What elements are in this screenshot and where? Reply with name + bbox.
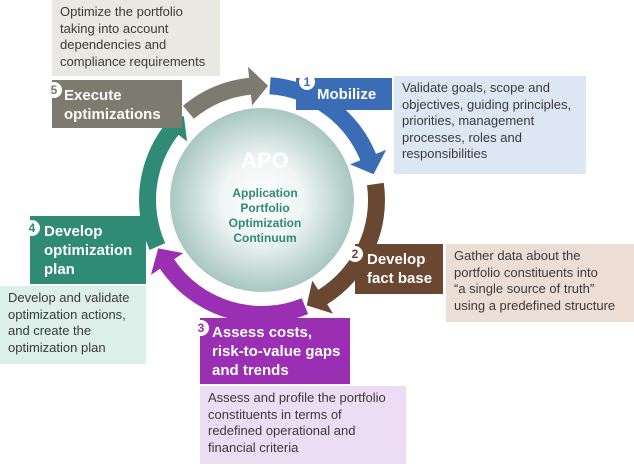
cycle-arrow-stage-5: [182, 66, 268, 119]
description-line: optimization actions,: [8, 306, 126, 322]
stage-2-box: 2 Develop fact base: [347, 244, 443, 294]
stage-1-description: Validate goals, scope and objectives, gu…: [394, 76, 586, 174]
stage-3-description: Assess and profile the portfolio constit…: [200, 386, 406, 464]
description-line: optimization plan: [8, 339, 106, 355]
cycle-arrow-stage-3: [150, 248, 309, 323]
center-subtitle: Application Portfolio Optimization Conti…: [195, 186, 335, 246]
stage-2-number: 2: [347, 246, 363, 262]
stage-4-number: 4: [24, 220, 40, 236]
stage-3-box: 3 Assess costs, risk-to-value gaps and t…: [193, 318, 350, 384]
description-line: Develop and validate: [8, 290, 130, 305]
description-line: constituents in terms of: [208, 406, 342, 422]
stage-3-title-line: and trends: [212, 362, 289, 379]
stage-5-title-line: optimizations: [64, 106, 161, 123]
center-title: APO: [241, 148, 289, 173]
description-line: “a single source of truth”: [454, 281, 595, 296]
center-subtitle-line: Application: [232, 186, 298, 200]
description-line: Assess and profile the portfolio: [208, 390, 386, 405]
stage-1-title-line: Mobilize: [317, 86, 377, 103]
description-line: objectives, guiding principles,: [402, 96, 572, 112]
stage-1-number: 1: [299, 74, 315, 90]
stage-5-description: Optimize the portfolio taking into accou…: [52, 0, 220, 76]
cycle-arrow-stage-4: [139, 116, 188, 250]
stage-3-title-line: risk-to-value gaps: [212, 343, 341, 360]
stage-3-number: 3: [193, 320, 209, 336]
cycle-arrow-stage-1: [269, 77, 387, 175]
description-line: financial criteria: [208, 439, 299, 455]
center-subtitle-line: Optimization: [228, 216, 302, 230]
stage-5-title-line: Execute: [64, 87, 122, 104]
stage-4-title-line: optimization: [44, 242, 133, 259]
stage-2-description: Gather data about the portfolio constitu…: [446, 244, 634, 322]
description-line: redefined operational and: [208, 423, 356, 438]
stage-4-title-line: Develop: [44, 223, 103, 240]
center-subtitle-line: Portfolio: [240, 201, 290, 215]
center-subtitle-line: Continuum: [233, 231, 297, 245]
description-line: priorities, management: [402, 113, 535, 128]
description-line: using a predefined structure: [454, 297, 616, 313]
description-line: taking into account: [60, 20, 169, 36]
center-circle: [170, 108, 354, 292]
description-line: compliance requirements: [60, 53, 206, 69]
description-line: responsibilities: [402, 146, 488, 161]
stage-1-box: 1 Mobilize: [296, 74, 392, 110]
description-line: processes, roles and: [402, 129, 522, 145]
description-line: dependencies and: [60, 37, 167, 52]
description-line: and create the: [8, 323, 92, 338]
stage-5-number: 5: [46, 82, 62, 98]
stage-2-title-line: fact base: [367, 270, 433, 287]
description-line: portfolio constituents into: [454, 264, 598, 280]
stage-4-box: 4 Develop optimization plan: [24, 216, 146, 284]
stage-4-title-line: plan: [44, 261, 75, 278]
description-line: Optimize the portfolio: [60, 4, 183, 19]
stage-2-title-line: Develop: [367, 251, 426, 268]
description-line: Gather data about the: [454, 248, 581, 263]
stage-4-description: Develop and validate optimization action…: [0, 286, 146, 364]
stage-5-box: 5 Execute optimizations: [46, 80, 182, 128]
stage-3-title-line: Assess costs,: [212, 324, 313, 341]
description-line: Validate goals, scope and: [402, 80, 550, 95]
